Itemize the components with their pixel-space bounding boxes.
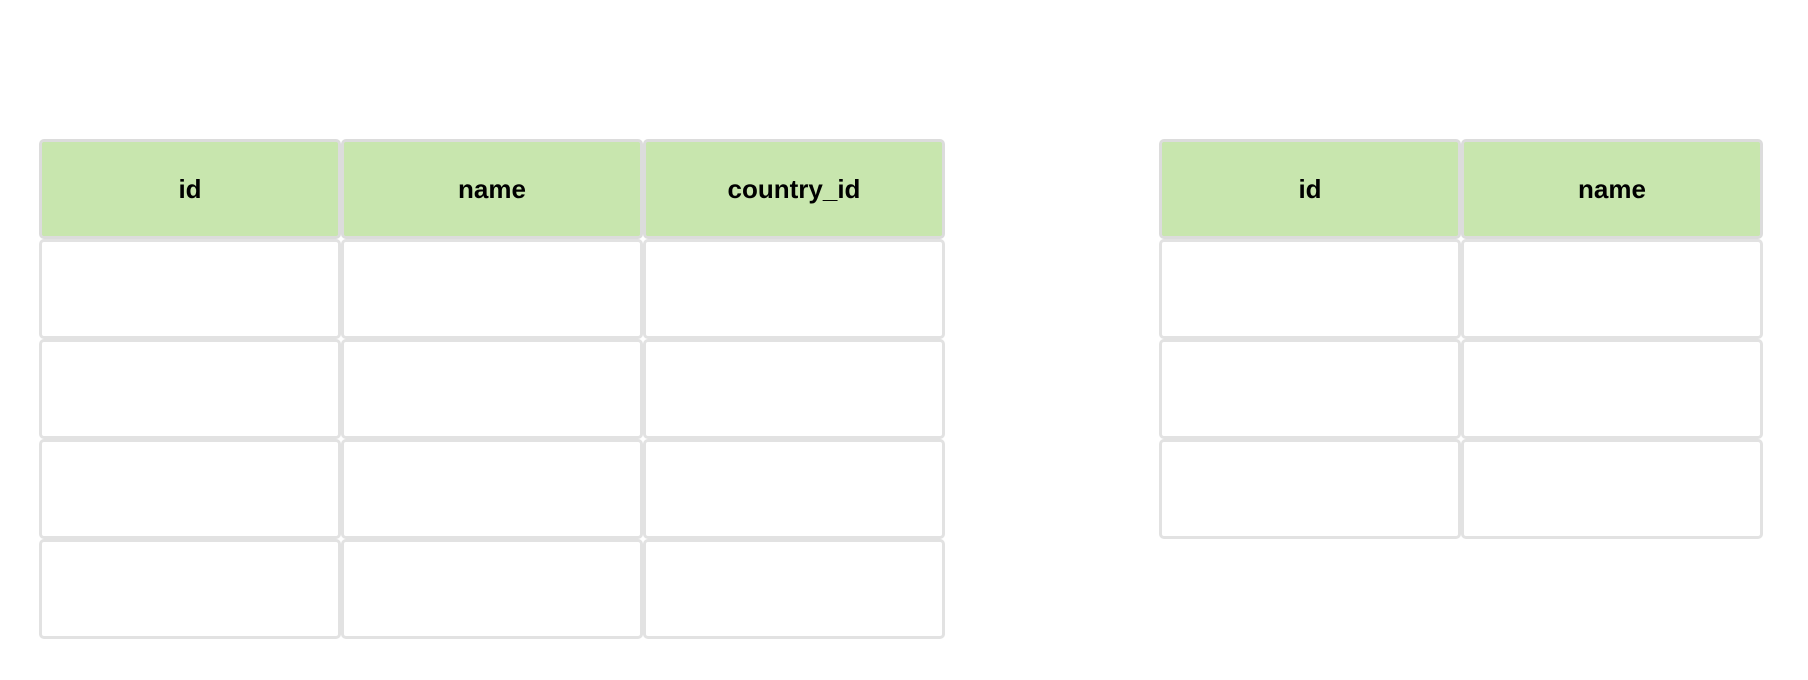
column-header-id: id xyxy=(39,139,341,239)
column-header-name: name xyxy=(1461,139,1763,239)
table-cell xyxy=(643,339,945,439)
table-id-name: id name xyxy=(1159,139,1763,539)
column-header-name: name xyxy=(341,139,643,239)
column-header-country-id: country_id xyxy=(643,139,945,239)
table-cell xyxy=(1461,439,1763,539)
column-header-id: id xyxy=(1159,139,1461,239)
table-cell xyxy=(1159,339,1461,439)
table-cell xyxy=(341,239,643,339)
table-cell xyxy=(341,539,643,639)
table-cell xyxy=(1159,439,1461,539)
table-cell xyxy=(39,439,341,539)
table-cell xyxy=(643,239,945,339)
table-cell xyxy=(39,339,341,439)
table-cell xyxy=(341,439,643,539)
table-cell xyxy=(1461,239,1763,339)
table-cell xyxy=(39,239,341,339)
table-cell xyxy=(341,339,643,439)
table-cell xyxy=(39,539,341,639)
table-cell xyxy=(1159,239,1461,339)
table-with-country-id: id name country_id xyxy=(39,139,945,639)
table-cell xyxy=(1461,339,1763,439)
table-cell xyxy=(643,439,945,539)
table-cell xyxy=(643,539,945,639)
